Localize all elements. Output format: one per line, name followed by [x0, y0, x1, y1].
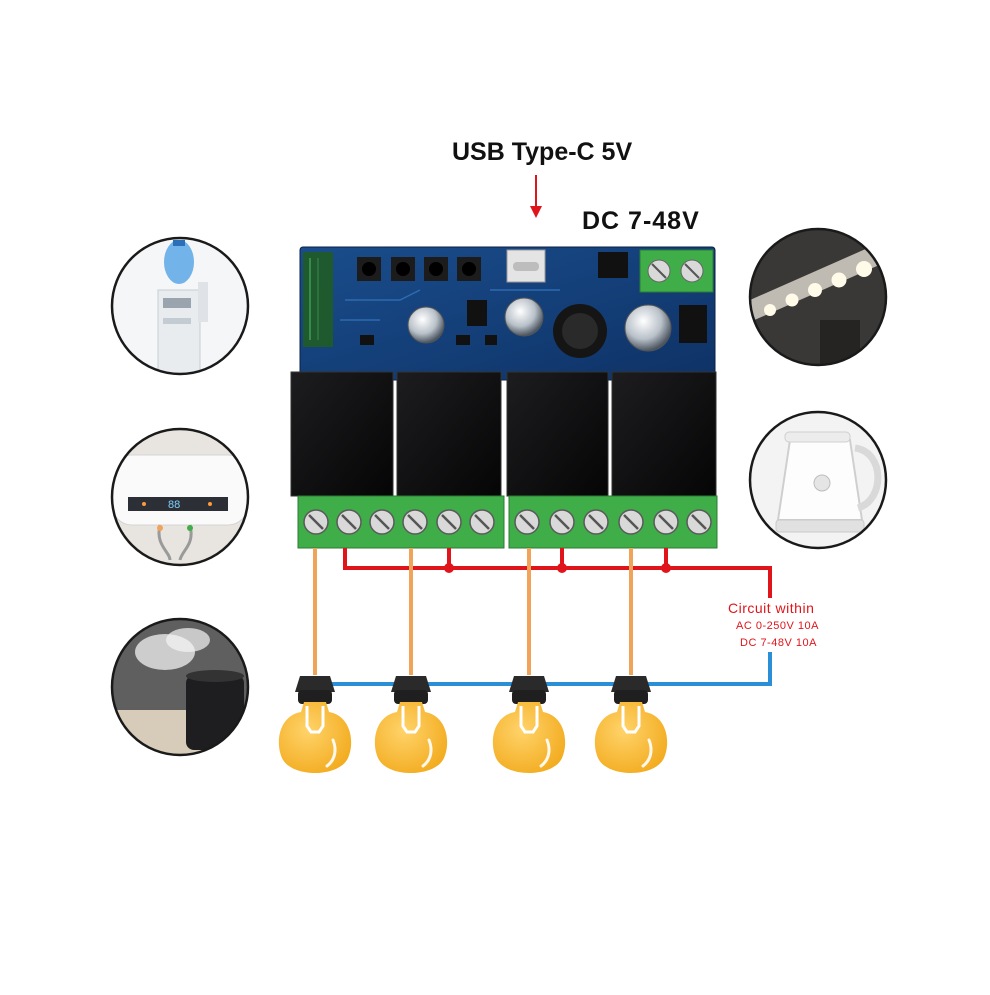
- terminal-screw: [402, 509, 428, 535]
- relays: [290, 371, 717, 497]
- usb-power-label: USB Type-C 5V: [452, 138, 633, 166]
- terminal-screw: [618, 509, 644, 535]
- output-terminals-right: [508, 495, 718, 549]
- terminal-screw: [369, 509, 395, 535]
- usb-arrow: [530, 175, 542, 218]
- light-bulb: [492, 676, 566, 773]
- relay-4: [611, 371, 717, 497]
- svg-text:88: 88: [168, 499, 180, 511]
- circuit-ac-rating-label: AC 0-250V 10A: [736, 620, 819, 632]
- load-wires: [313, 548, 633, 675]
- live-wire-junctions: [444, 563, 671, 573]
- terminal-screw: [436, 509, 462, 535]
- terminal-screw: [686, 509, 712, 535]
- terminal-screw: [336, 509, 362, 535]
- relay-2: [396, 371, 502, 497]
- terminal-screw: [653, 509, 679, 535]
- dc-input-terminal: [639, 249, 714, 293]
- light-bulb: [594, 676, 668, 773]
- appliance-water-dispenser: [110, 236, 250, 376]
- capacitors: [407, 297, 672, 352]
- appliance-ceiling-lights: [748, 227, 888, 367]
- push-buttons: [357, 257, 481, 281]
- relay-module-board: [299, 246, 716, 381]
- relay-3: [506, 371, 609, 497]
- terminal-screw: [469, 509, 495, 535]
- appliance-electric-kettle: [748, 410, 888, 550]
- light-bulbs: [278, 676, 668, 773]
- live-wire: [343, 548, 772, 598]
- terminal-screw: [583, 509, 609, 535]
- appliance-humidifier: [110, 617, 250, 757]
- circuit-dc-rating-label: DC 7-48V 10A: [740, 637, 817, 649]
- light-bulb: [374, 676, 448, 773]
- dc-power-label: DC 7-48V: [582, 207, 700, 235]
- terminal-screws: [303, 509, 712, 535]
- chip: [598, 252, 628, 278]
- circuit-title-label: Circuit within: [728, 600, 815, 616]
- terminal-screw: [514, 509, 540, 535]
- appliance-water-heater: 88: [110, 427, 250, 567]
- neutral-wire: [318, 652, 772, 686]
- terminal-screw: [303, 509, 329, 535]
- light-bulb: [278, 676, 352, 773]
- relay-1: [290, 371, 394, 497]
- terminal-screw: [549, 509, 575, 535]
